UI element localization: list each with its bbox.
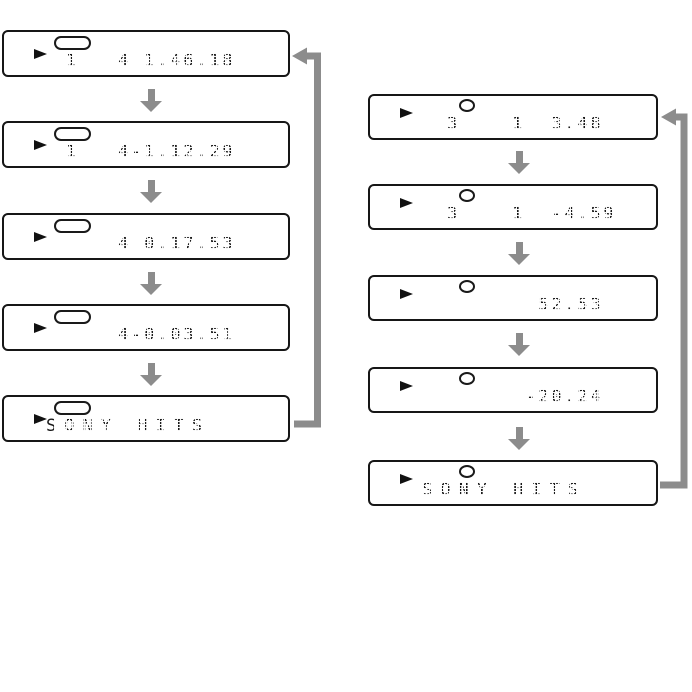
play-icon <box>400 108 413 118</box>
oval-indicator-icon <box>54 36 91 50</box>
circle-indicator-icon <box>459 372 475 385</box>
lcd-display-left-4: 4-0.03.51 <box>2 304 290 351</box>
down-arrow-icon <box>140 272 163 295</box>
lcd-text: 1 4 1.46.18 <box>66 51 236 71</box>
down-arrow-icon <box>140 363 163 386</box>
play-icon <box>34 140 47 150</box>
lcd-display-right-3: 52.53 <box>368 275 658 321</box>
lcd-text: SONY HITS <box>46 416 211 436</box>
return-arrow-left-icon <box>292 47 321 428</box>
oval-indicator-icon <box>54 127 91 141</box>
lcd-text: 1 4-1.12.29 <box>66 142 236 162</box>
play-icon <box>34 414 47 424</box>
oval-indicator-icon <box>54 401 91 415</box>
down-arrow-icon <box>508 427 531 450</box>
lcd-text: 52.53 <box>447 295 604 315</box>
lcd-text: 3 1 -4.59 <box>447 204 617 224</box>
circle-indicator-icon <box>459 99 475 112</box>
lcd-text: SONY HITS <box>422 480 587 500</box>
lcd-display-left-5: SONY HITS <box>2 395 290 442</box>
lcd-text: 3 1 3.48 <box>447 114 604 134</box>
lcd-text: 4-0.03.51 <box>66 325 236 345</box>
down-arrow-icon <box>140 180 163 203</box>
play-icon <box>400 381 413 391</box>
play-icon <box>400 198 413 208</box>
play-icon <box>34 323 47 333</box>
down-arrow-icon <box>508 151 531 174</box>
play-icon <box>400 474 413 484</box>
lcd-display-right-1: 3 1 3.48 <box>368 94 658 140</box>
lcd-display-left-2: 1 4-1.12.29 <box>2 121 290 168</box>
oval-indicator-icon <box>54 219 91 233</box>
play-icon <box>400 289 413 299</box>
lcd-display-right-5: SONY HITS <box>368 460 658 506</box>
play-icon <box>34 232 47 242</box>
play-icon <box>34 49 47 59</box>
down-arrow-icon <box>508 242 531 265</box>
return-arrow-right-icon <box>660 108 688 489</box>
circle-indicator-icon <box>459 465 475 478</box>
lcd-text: -20.24 <box>447 387 604 407</box>
down-arrow-icon <box>508 333 531 356</box>
oval-indicator-icon <box>54 310 91 324</box>
circle-indicator-icon <box>459 189 475 202</box>
lcd-text: 4 0.17.53 <box>66 234 236 254</box>
lcd-display-right-2: 3 1 -4.59 <box>368 184 658 230</box>
circle-indicator-icon <box>459 280 475 293</box>
lcd-display-right-4: -20.24 <box>368 367 658 413</box>
lcd-display-left-3: 4 0.17.53 <box>2 213 290 260</box>
lcd-display-left-1: 1 4 1.46.18 <box>2 30 290 77</box>
down-arrow-icon <box>140 89 163 112</box>
